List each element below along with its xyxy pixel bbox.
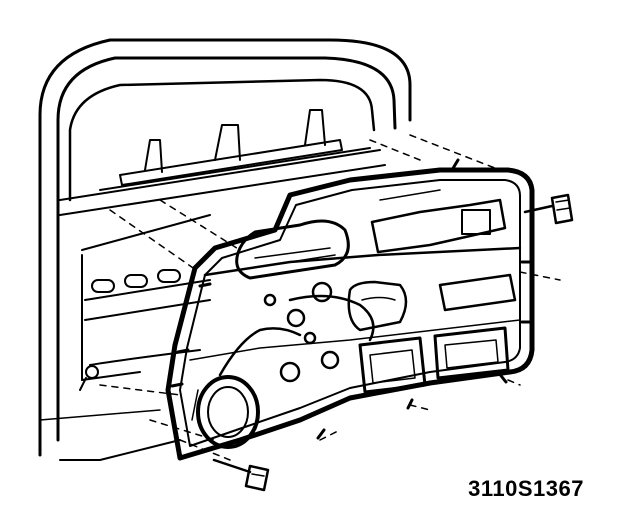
storage-pockets <box>358 326 510 394</box>
wiring-harness <box>218 294 375 377</box>
window-regulator-brackets <box>99 109 371 191</box>
door-frame <box>38 38 412 461</box>
armrest <box>235 219 350 280</box>
figure-id-label: 3110S1367 <box>468 476 584 501</box>
alignment-leaders <box>99 134 561 461</box>
door-handle <box>347 273 517 332</box>
door-trim-panel <box>165 167 535 461</box>
panel-holes <box>263 281 340 383</box>
speaker-opening <box>191 375 260 449</box>
trim-panel-outline <box>165 167 535 461</box>
retainer-clips <box>170 158 534 440</box>
trim-screw-upper <box>523 193 574 225</box>
trim-screw-lower <box>212 458 270 492</box>
switch-bezel <box>370 189 507 254</box>
door-frame-clip <box>79 365 99 391</box>
